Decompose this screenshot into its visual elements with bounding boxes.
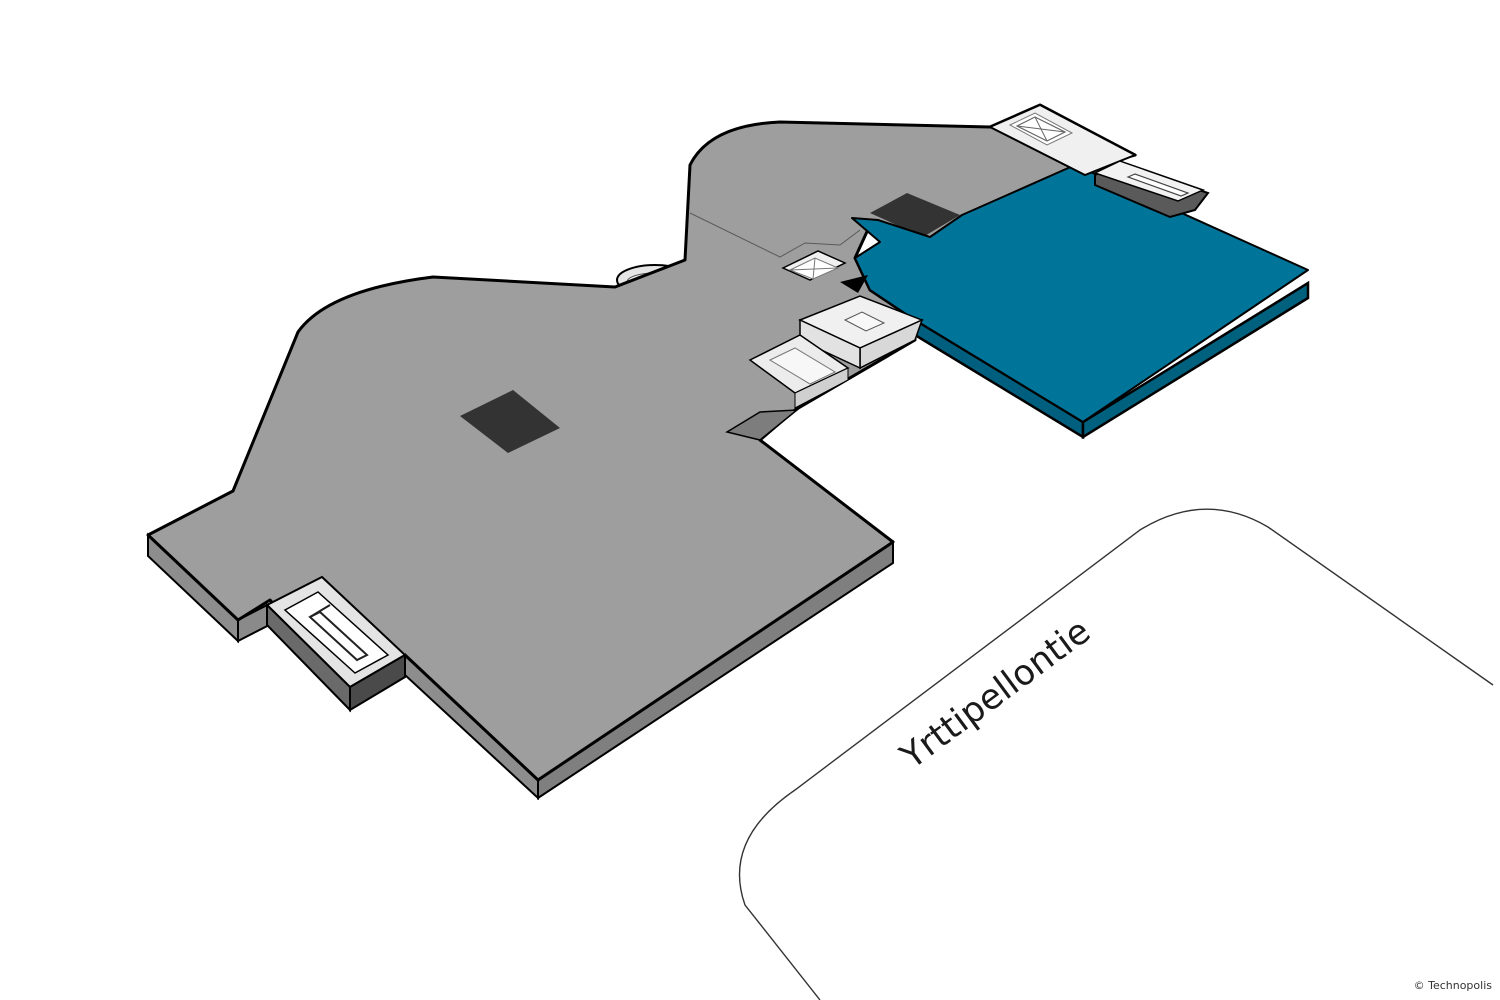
- central-core: [460, 390, 560, 453]
- north-core: [870, 193, 960, 237]
- floor-division-line: [689, 212, 861, 258]
- floor-slab: [146, 103, 1137, 782]
- street-label: Yrttipellontie: [893, 611, 1098, 777]
- service-block-central: [781, 250, 847, 281]
- copyright-text: © Technopolis: [1413, 979, 1492, 992]
- service-block-stairs-central: [748, 295, 924, 409]
- elevator-icon: [1015, 116, 1067, 142]
- stairs-block-west: [265, 575, 407, 713]
- stairs-icon: [1126, 173, 1190, 197]
- you-are-here-arrow-icon: [840, 275, 868, 293]
- stairs-icon: [308, 604, 369, 662]
- floor-notch: [725, 409, 800, 441]
- road-outline: [738, 508, 1494, 1000]
- highlighted-space[interactable]: [851, 164, 1309, 423]
